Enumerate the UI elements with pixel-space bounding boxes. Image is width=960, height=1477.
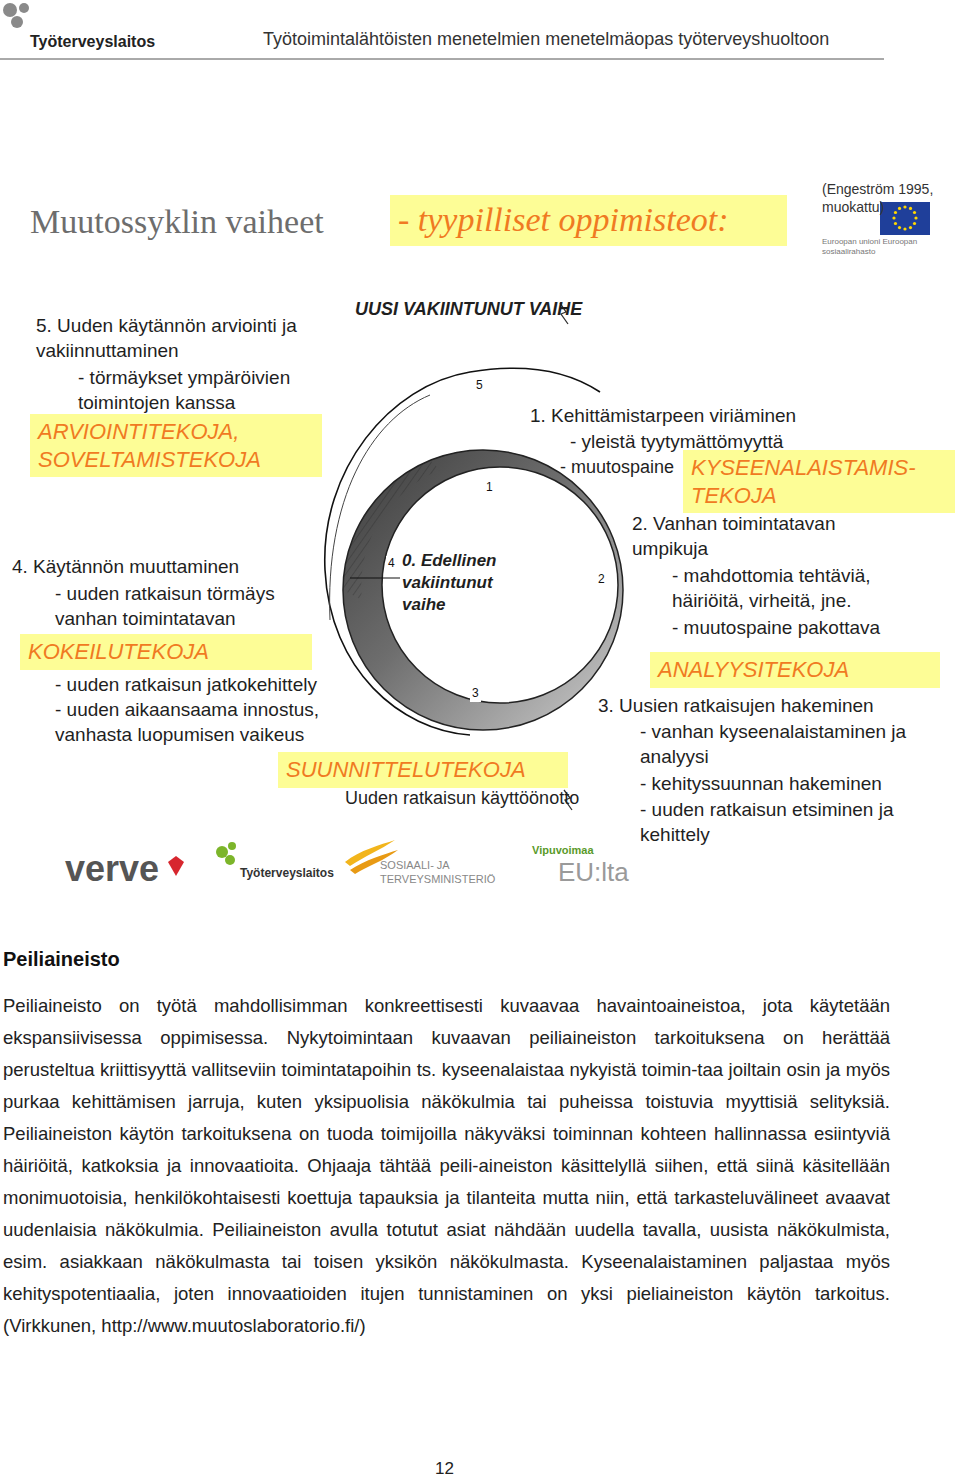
eu-star (892, 216, 895, 219)
stage-note: - uuden ratkaisun törmäys vanhan toimint… (55, 581, 317, 631)
stage-heading: 0. Edellinen vakiintunut vaihe (402, 550, 527, 616)
learning-action-text: - tyypilliset oppimisteot: (398, 199, 779, 242)
logo-text: Työterveyslaitos (30, 32, 155, 53)
stage-note: - vanhan kyseenalaistaminen ja analyysi (640, 720, 930, 769)
logo-text: Euroopan unioni Euroopan sosiaalirahasto (822, 237, 927, 258)
logo-text: Vipuvoimaa (532, 843, 594, 857)
eu-flag (880, 202, 930, 235)
source-note: (Engeström 1995, muokattu) (822, 180, 957, 216)
learning-action-text: SUUNNITTELUTEKOJA (286, 756, 560, 784)
logo-icon (3, 3, 29, 28)
stage-heading: 4. Käytännön muuttaminen (12, 555, 312, 580)
highlight-box: ANALYYSITEKOJA (650, 652, 940, 688)
callout-number: 1 (484, 480, 495, 496)
body-paragraph: Peiliaineisto on työtä mahdollisimman ko… (3, 990, 890, 1342)
change-cycle-spiral (325, 303, 623, 810)
logo-text: SOSIAALI- JA TERVEYSMINISTERIÖ (380, 858, 515, 887)
eu-star (894, 211, 897, 214)
stage-note: - uuden ratkaisun jatkokehittely (55, 672, 375, 697)
page-header: Työtoimintalähtöisten menetelmien menete… (263, 28, 903, 51)
stage-note: - uuden ratkaisun etsiminen ja kehittely (640, 798, 910, 847)
eu-star (898, 207, 901, 210)
stage-note: - mahdottomia tehtäviä, häiriöitä, virhe… (672, 564, 912, 613)
stage-note: - törmäykset ympäröivien toimintojen kan… (78, 366, 328, 415)
callout-number: 4 (386, 556, 397, 572)
stage-note: - muutospaine pakottava (672, 616, 942, 641)
callout-number: 5 (474, 378, 485, 394)
section-heading: Peiliaineisto (3, 946, 120, 972)
learning-action-text: ANALYYSITEKOJA (658, 656, 932, 684)
stage-heading: UUSI VAKIINTUNUT VAIHE (355, 298, 582, 321)
eu-star (898, 226, 901, 229)
header-rule (0, 59, 884, 60)
stage-heading: 2. Vanhan toimintatavan umpikuja (632, 512, 882, 561)
callout-number: 3 (470, 686, 481, 702)
stage-heading: 3. Uusien ratkaisujen hakeminen (598, 694, 928, 719)
eu-star (894, 222, 897, 225)
page-number: 12 (435, 1458, 454, 1477)
highlight-box: SUUNNITTELUTEKOJA (278, 752, 568, 788)
learning-action-text: KYSEENALAISTAMIS-TEKOJA (691, 454, 947, 509)
logo-text: verve (65, 846, 159, 893)
eu-star (913, 211, 916, 214)
eu-star (913, 222, 916, 225)
eu-star (914, 216, 917, 219)
learning-action-text: ARVIOINTITEKOJA, SOVELTAMISTEKOJA (38, 418, 314, 473)
eu-star (903, 227, 906, 230)
logo-text: EU:lta (558, 856, 629, 890)
diagram-title: Muutossyklin vaiheet (30, 200, 324, 244)
eu-star (909, 207, 912, 210)
eu-star (903, 205, 906, 208)
stage-note: - muutospaine (560, 456, 674, 479)
stage-heading: 1. Kehittämistarpeen viriäminen (530, 404, 860, 429)
logo-text: Työterveyslaitos (240, 866, 334, 882)
callout-number: 2 (596, 572, 607, 588)
stage-note: - yleistä tyytymättömyyttä (570, 430, 870, 455)
highlight-box: - tyypilliset oppimisteot: (390, 195, 787, 246)
stage-note: Uuden ratkaisun käyttöönotto (345, 787, 579, 810)
highlight-box: KOKEILUTEKOJA (20, 634, 312, 670)
stage-note: - kehityssuunnan hakeminen (640, 772, 940, 797)
stage-heading: 5. Uuden käytännön arviointi ja vakiinnu… (36, 314, 308, 363)
learning-action-text: KOKEILUTEKOJA (28, 638, 304, 666)
highlight-box: ARVIOINTITEKOJA, SOVELTAMISTEKOJA (30, 414, 322, 477)
stage-note: - uuden aikaansaama innostus, vanhasta l… (55, 697, 355, 747)
highlight-box: KYSEENALAISTAMIS-TEKOJA (683, 450, 955, 513)
eu-star (909, 226, 912, 229)
